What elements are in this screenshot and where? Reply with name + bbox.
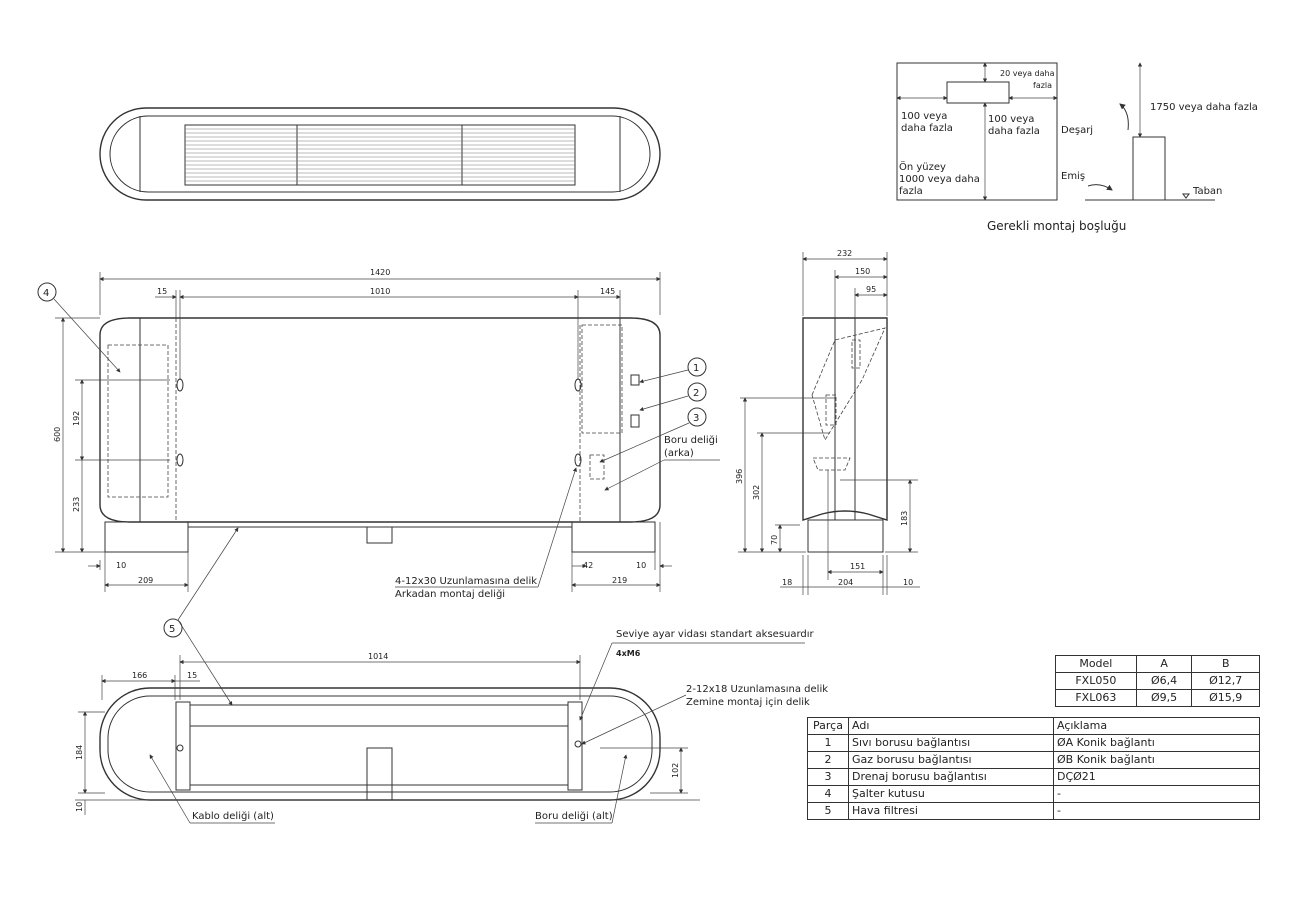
front-gap-label-2: 1000 veya daha — [899, 174, 980, 185]
callout-4: 4 — [37, 282, 121, 373]
dim-184: 184 — [75, 745, 84, 760]
dim-15-bottom: 15 — [187, 671, 197, 680]
dim-1420: 1420 — [370, 268, 390, 277]
dim-396: 396 — [735, 469, 744, 484]
pipe-hole-bottom-label: Boru deliği (alt) — [535, 810, 613, 822]
dim-204: 204 — [838, 578, 853, 587]
svg-text:3: 3 — [693, 413, 699, 424]
dim-42: 42 — [583, 561, 593, 570]
left-gap-label-2: daha fazla — [901, 123, 953, 134]
dim-10-left: 10 — [116, 561, 126, 570]
dim-1014: 1014 — [368, 652, 388, 661]
svg-text:1: 1 — [693, 363, 699, 374]
callout-2: 2 — [639, 382, 707, 412]
right-gap-label-2: daha fazla — [988, 126, 1040, 137]
dim-70: 70 — [770, 535, 779, 545]
top-gap-label: 20 veya daha — [1000, 69, 1055, 78]
dim-192: 192 — [72, 411, 81, 426]
callout-1: 1 — [639, 357, 707, 384]
grille-lines — [185, 128, 575, 182]
top-gap-label-2: fazla — [1033, 81, 1052, 90]
discharge-label: Deşarj — [1061, 125, 1093, 136]
back-mount-slot-label-2: Arkadan montaj deliği — [395, 588, 505, 600]
floor-slot-label: 2-12x18 Uzunlamasına delik — [686, 684, 828, 695]
dim-219: 219 — [612, 576, 627, 585]
svg-text:4: 4 — [43, 288, 49, 299]
dim-232: 232 — [837, 249, 852, 258]
dim-10-bottom: 10 — [75, 802, 84, 812]
dim-209: 209 — [138, 576, 153, 585]
dim-150: 150 — [855, 267, 870, 276]
dim-10: 10 — [903, 578, 913, 587]
top-view — [99, 107, 661, 201]
dim-15: 15 — [157, 287, 167, 296]
floor-marker-icon — [1182, 193, 1190, 199]
dim-302: 302 — [752, 485, 761, 500]
installation-clearance-diagram: 20 veya daha fazla 100 veya daha fazla 1… — [896, 62, 1258, 233]
suction-label: Emiş — [1061, 171, 1085, 182]
dim-10-right: 10 — [636, 561, 646, 570]
front-gap-label: Ön yüzey — [899, 160, 946, 173]
dim-151: 151 — [850, 562, 865, 571]
svg-text:2: 2 — [693, 388, 699, 399]
dim-233: 233 — [72, 497, 81, 512]
front-gap-label-3: fazla — [899, 186, 923, 197]
cable-hole-label: Kablo deliği (alt) — [192, 810, 274, 822]
dim-600: 600 — [53, 427, 62, 442]
leveling-screw-size: 4xM6 — [616, 649, 641, 658]
side-view: 232 150 95 396 302 70 183 151 18 204 10 — [735, 249, 920, 595]
discharge-arrow-icon — [1119, 103, 1129, 131]
floor-label: Taban — [1192, 186, 1222, 197]
callout-3: 3 — [599, 407, 707, 463]
leveling-screw-note: Seviye ayar vidası standart aksesuardır — [616, 629, 815, 640]
dim-183: 183 — [900, 511, 909, 526]
dim-1010: 1010 — [370, 287, 390, 296]
svg-text:5: 5 — [169, 624, 175, 635]
dim-102: 102 — [671, 763, 680, 778]
dim-18: 18 — [782, 578, 792, 587]
dim-166: 166 — [132, 671, 147, 680]
clearance-caption: Gerekli montaj boşluğu — [987, 219, 1126, 233]
back-mount-slot-label: 4-12x30 Uzunlamasına delik — [395, 576, 537, 587]
front-view: 1420 15 1010 145 600 192 233 10 209 42 1… — [37, 268, 720, 706]
right-gap-label: 100 veya — [988, 114, 1034, 125]
air-filter-mesh — [189, 704, 569, 786]
pipe-hole-back-label: Boru deliği — [664, 434, 718, 446]
dim-95: 95 — [866, 285, 876, 294]
pipe-hole-back-label-2: (arka) — [664, 448, 694, 459]
floor-slot-label-2: Zemine montaj için delik — [686, 697, 810, 708]
height-clearance-label: 1750 veya daha fazla — [1150, 102, 1258, 113]
bottom-view: 1014 166 15 184 10 102 Seviye ayar vidas… — [75, 629, 828, 824]
left-gap-label: 100 veya — [901, 111, 947, 122]
dim-145: 145 — [600, 287, 615, 296]
suction-arrow-icon — [1087, 184, 1113, 191]
